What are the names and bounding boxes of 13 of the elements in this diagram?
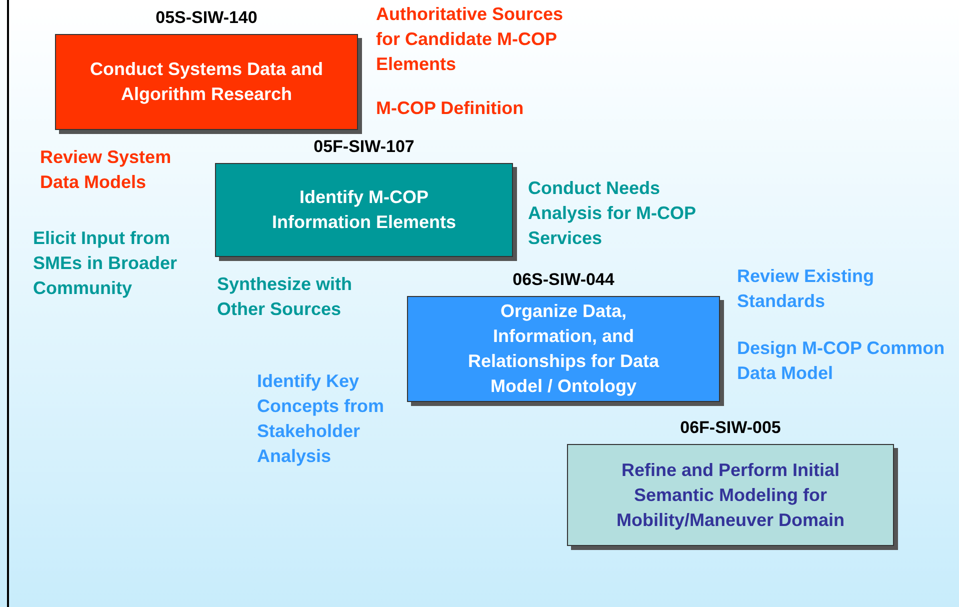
activity-note: Review Existing Standards <box>737 265 876 313</box>
task-code: 05S-SIW-140 <box>154 8 258 28</box>
activity-note: Synthesize with Other Sources <box>217 273 354 321</box>
activity-note: Identify Key Concepts from Stakeholder Analysis <box>257 370 386 468</box>
activity-note: Elicit Input from SMEs in Broader Community <box>33 227 178 300</box>
task-code: 05F-SIW-107 <box>312 137 416 157</box>
task-code: 06F-SIW-005 <box>679 418 782 438</box>
activity-note: Conduct Needs Analysis for M-COP Services <box>528 177 697 250</box>
activity-note: Review System Data Models <box>40 146 172 194</box>
activity-note: Design M-COP Common Data Model <box>737 337 946 385</box>
task-code: 06S-SIW-044 <box>512 270 616 290</box>
activity-note: Authoritative Sources for Candidate M-COP Elements <box>376 3 564 76</box>
activity-note: M-COP Definition <box>376 97 525 120</box>
